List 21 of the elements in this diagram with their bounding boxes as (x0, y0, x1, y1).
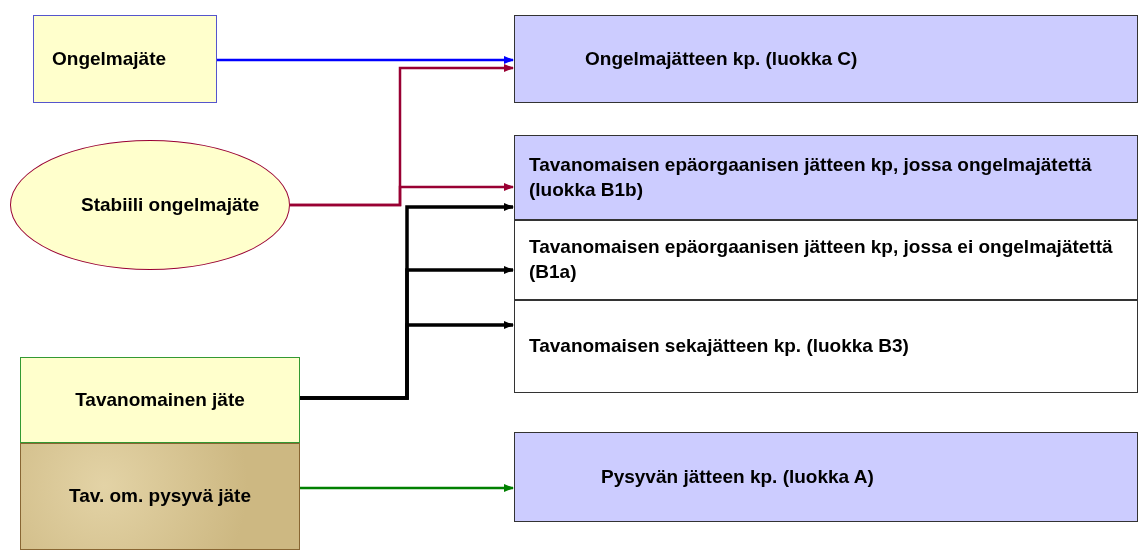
node-label: Tavanomaisen epäorgaanisen jätteen kp, jossa ei ongelmajätettä (B1a) (529, 235, 1114, 284)
facility-box (514, 432, 1138, 522)
node-label: Stabiili ongelmajäte (81, 192, 260, 217)
node-label: Tavanomaisen sekajätteen kp. (luokka B3) (529, 334, 909, 359)
waste-box (33, 15, 217, 103)
node-label: Ongelmajätteen kp. (luokka C) (585, 46, 858, 71)
facility-box (514, 15, 1138, 103)
waste-box (20, 357, 300, 443)
facility-box (514, 135, 1138, 220)
facility-box (514, 220, 1138, 300)
node-label: Tavanomaisen epäorgaanisen jätteen kp, jossa ongelmajätettä (luokka B1b) (529, 152, 1093, 202)
node-label: Ongelmajäte (52, 46, 167, 71)
arrow (217, 56, 514, 64)
waste-box (20, 443, 300, 550)
arrow (290, 183, 514, 207)
arrow (300, 484, 514, 492)
node-label: Pysyvän jätteen kp. (luokka A) (601, 464, 874, 489)
arrow (300, 321, 514, 400)
node-label: Tav. om. pysyvä jäte (69, 484, 251, 509)
node-label: Tavanomainen jäte (75, 387, 245, 412)
facility-box (514, 300, 1138, 393)
